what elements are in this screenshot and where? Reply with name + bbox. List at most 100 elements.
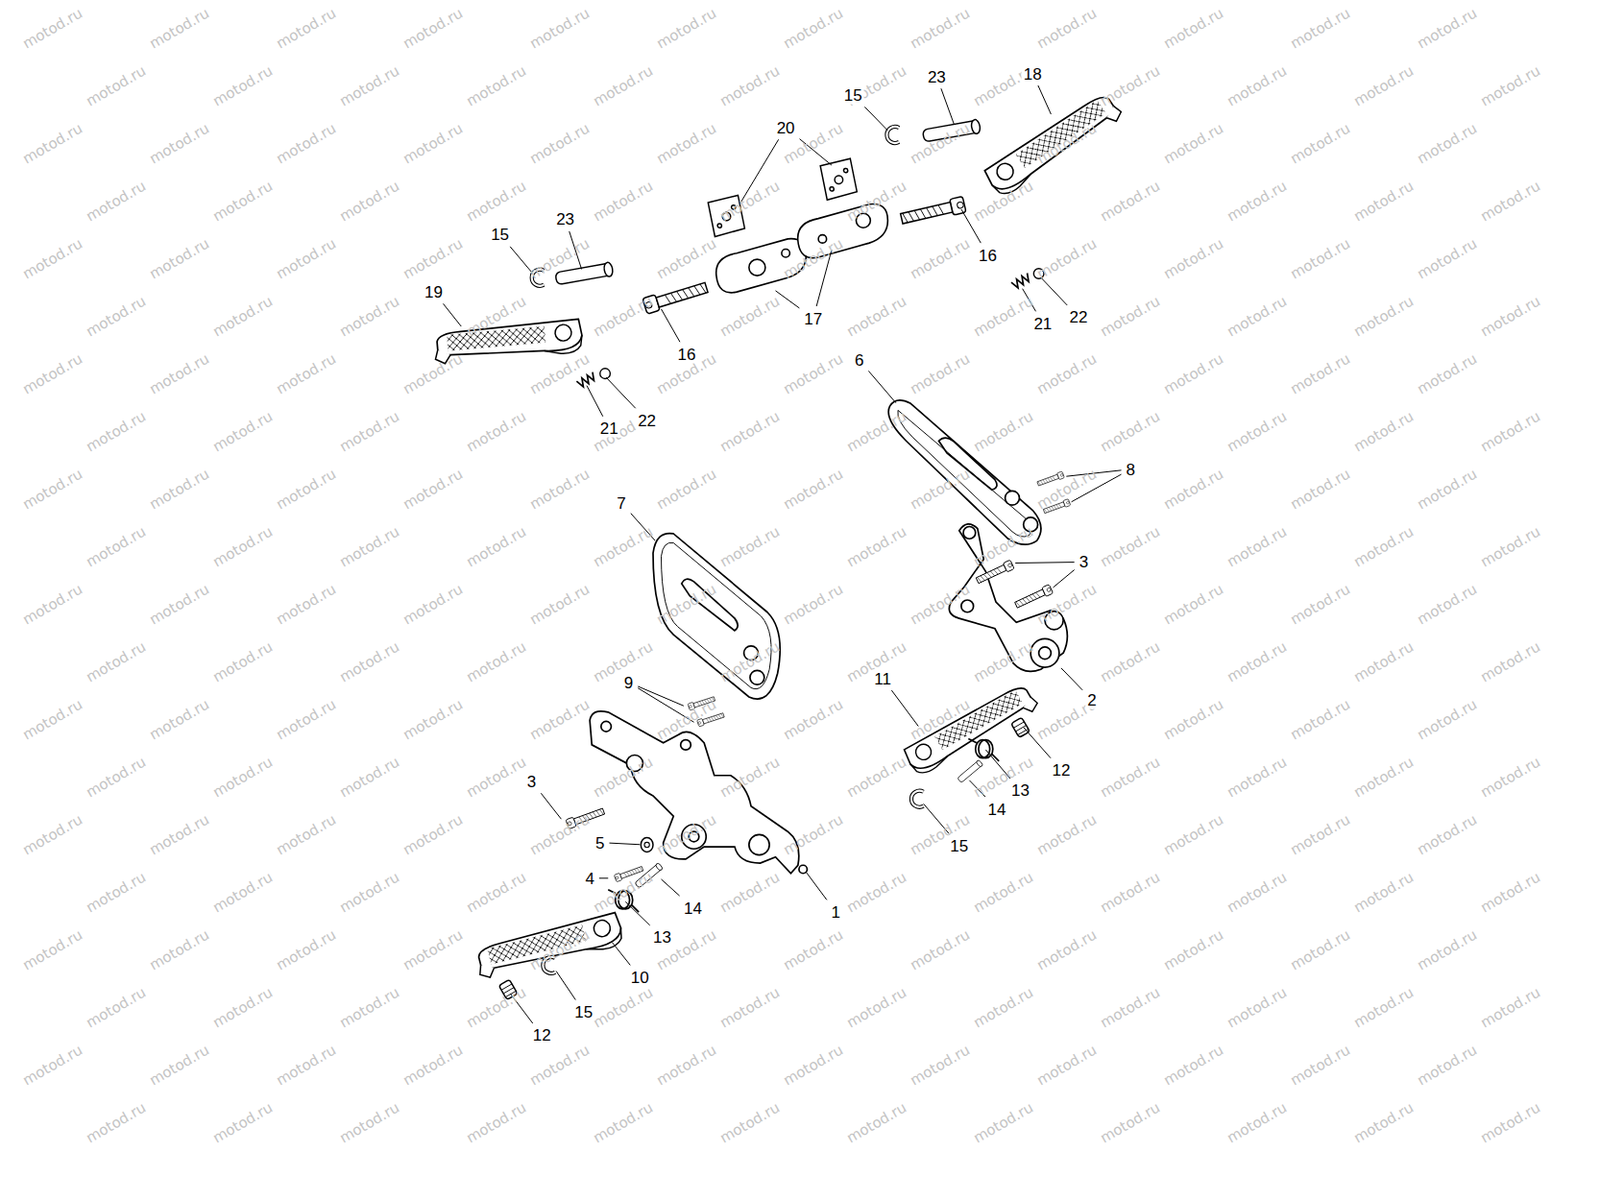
watermark: motod.ru bbox=[1287, 581, 1353, 628]
callout-number: 13 bbox=[1009, 781, 1032, 800]
watermark: motod.ru bbox=[83, 639, 148, 685]
watermark: motod.ru bbox=[83, 870, 148, 916]
callout-number: 9 bbox=[622, 673, 635, 692]
watermark: motod.ru bbox=[590, 178, 655, 224]
watermark: motod.ru bbox=[1414, 927, 1479, 973]
watermark: motod.ru bbox=[717, 178, 782, 224]
watermark: motod.ru bbox=[907, 697, 972, 743]
watermark: motod.ru bbox=[1287, 121, 1353, 167]
watermark: motod.ru bbox=[20, 351, 85, 397]
watermark: motod.ru bbox=[654, 466, 719, 512]
watermark: motod.ru bbox=[1097, 524, 1163, 570]
watermark: motod.ru bbox=[590, 293, 655, 340]
watermark: motod.ru bbox=[527, 812, 592, 858]
watermark: motod.ru bbox=[844, 524, 909, 570]
watermark: motod.ru bbox=[273, 1042, 339, 1089]
watermark: motod.ru bbox=[1034, 351, 1099, 397]
watermark: motod.ru bbox=[1034, 121, 1099, 167]
watermark: motod.ru bbox=[844, 870, 909, 916]
watermark: motod.ru bbox=[654, 121, 719, 167]
watermark: motod.ru bbox=[210, 1100, 275, 1146]
watermark: motod.ru bbox=[1287, 236, 1353, 282]
watermark: motod.ru bbox=[1478, 63, 1543, 109]
watermark: motod.ru bbox=[83, 524, 148, 570]
watermark: motod.ru bbox=[527, 581, 592, 628]
watermark: motod.ru bbox=[1478, 293, 1543, 340]
watermark: motod.ru bbox=[717, 524, 782, 570]
watermark: motod.ru bbox=[20, 697, 85, 743]
watermark: motod.ru bbox=[146, 812, 212, 858]
watermark: motod.ru bbox=[970, 409, 1036, 455]
watermark: motod.ru bbox=[337, 409, 402, 455]
watermark: motod.ru bbox=[1224, 639, 1289, 685]
watermark: motod.ru bbox=[20, 5, 85, 51]
watermark: motod.ru bbox=[273, 581, 339, 628]
callout-number: 16 bbox=[976, 245, 999, 265]
watermark: motod.ru bbox=[273, 466, 339, 512]
watermark: motod.ru bbox=[717, 985, 782, 1031]
watermark: motod.ru bbox=[146, 927, 212, 973]
watermark: motod.ru bbox=[844, 409, 909, 455]
watermark: motod.ru bbox=[654, 581, 719, 628]
watermark: motod.ru bbox=[463, 1100, 529, 1146]
watermark: motod.ru bbox=[717, 870, 782, 916]
watermark: motod.ru bbox=[1034, 236, 1099, 282]
watermark: motod.ru bbox=[463, 409, 529, 455]
callout-number: 10 bbox=[629, 968, 652, 987]
watermark: motod.ru bbox=[1097, 409, 1163, 455]
watermark: motod.ru bbox=[1161, 927, 1226, 973]
watermark: motod.ru bbox=[527, 5, 592, 51]
callout-number: 19 bbox=[422, 282, 445, 301]
leader-line bbox=[868, 370, 897, 403]
watermark: motod.ru bbox=[717, 1100, 782, 1146]
watermark: motod.ru bbox=[83, 63, 148, 109]
watermark: motod.ru bbox=[717, 754, 782, 800]
callout-number: 15 bbox=[572, 1003, 595, 1022]
watermark: motod.ru bbox=[1478, 754, 1543, 800]
watermark: motod.ru bbox=[1224, 754, 1289, 800]
watermark: motod.ru bbox=[1161, 466, 1226, 512]
watermark: motod.ru bbox=[1478, 178, 1543, 224]
watermark: motod.ru bbox=[1161, 812, 1226, 858]
watermark: motod.ru bbox=[1351, 639, 1416, 685]
watermark: motod.ru bbox=[463, 870, 529, 916]
leader-line bbox=[586, 386, 604, 417]
watermark: motod.ru bbox=[1351, 63, 1416, 109]
watermark: motod.ru bbox=[1097, 639, 1163, 685]
watermark: motod.ru bbox=[844, 985, 909, 1031]
watermark: motod.ru bbox=[780, 812, 846, 858]
watermark: motod.ru bbox=[590, 63, 655, 109]
watermark: motod.ru bbox=[1161, 121, 1226, 167]
callout-number: 14 bbox=[681, 898, 704, 918]
watermark: motod.ru bbox=[210, 985, 275, 1031]
watermark: motod.ru bbox=[337, 524, 402, 570]
watermark: motod.ru bbox=[83, 985, 148, 1031]
watermark: motod.ru bbox=[590, 524, 655, 570]
leader-line bbox=[1053, 570, 1075, 588]
watermark: motod.ru bbox=[907, 5, 972, 51]
watermark: motod.ru bbox=[1414, 236, 1479, 282]
watermark: motod.ru bbox=[273, 697, 339, 743]
watermark: motod.ru bbox=[654, 1042, 719, 1089]
watermark: motod.ru bbox=[1478, 639, 1543, 685]
watermark: motod.ru bbox=[1478, 409, 1543, 455]
watermark: motod.ru bbox=[970, 293, 1036, 340]
watermark: motod.ru bbox=[970, 524, 1036, 570]
watermark: motod.ru bbox=[83, 178, 148, 224]
watermark: motod.ru bbox=[970, 1100, 1036, 1146]
watermark: motod.ru bbox=[844, 178, 909, 224]
watermark: motod.ru bbox=[400, 236, 465, 282]
callout-number: 11 bbox=[872, 669, 894, 688]
watermark: motod.ru bbox=[1351, 524, 1416, 570]
watermark: motod.ru bbox=[970, 639, 1036, 685]
watermark: motod.ru bbox=[146, 5, 212, 51]
watermark: motod.ru bbox=[1224, 1100, 1289, 1146]
watermark: motod.ru bbox=[1224, 524, 1289, 570]
watermark: motod.ru bbox=[1414, 1042, 1479, 1089]
watermark: motod.ru bbox=[1351, 870, 1416, 916]
leader-line bbox=[608, 843, 640, 846]
watermark: motod.ru bbox=[1224, 178, 1289, 224]
watermark: motod.ru bbox=[1287, 466, 1353, 512]
watermark: motod.ru bbox=[210, 293, 275, 340]
watermark: motod.ru bbox=[463, 985, 529, 1031]
